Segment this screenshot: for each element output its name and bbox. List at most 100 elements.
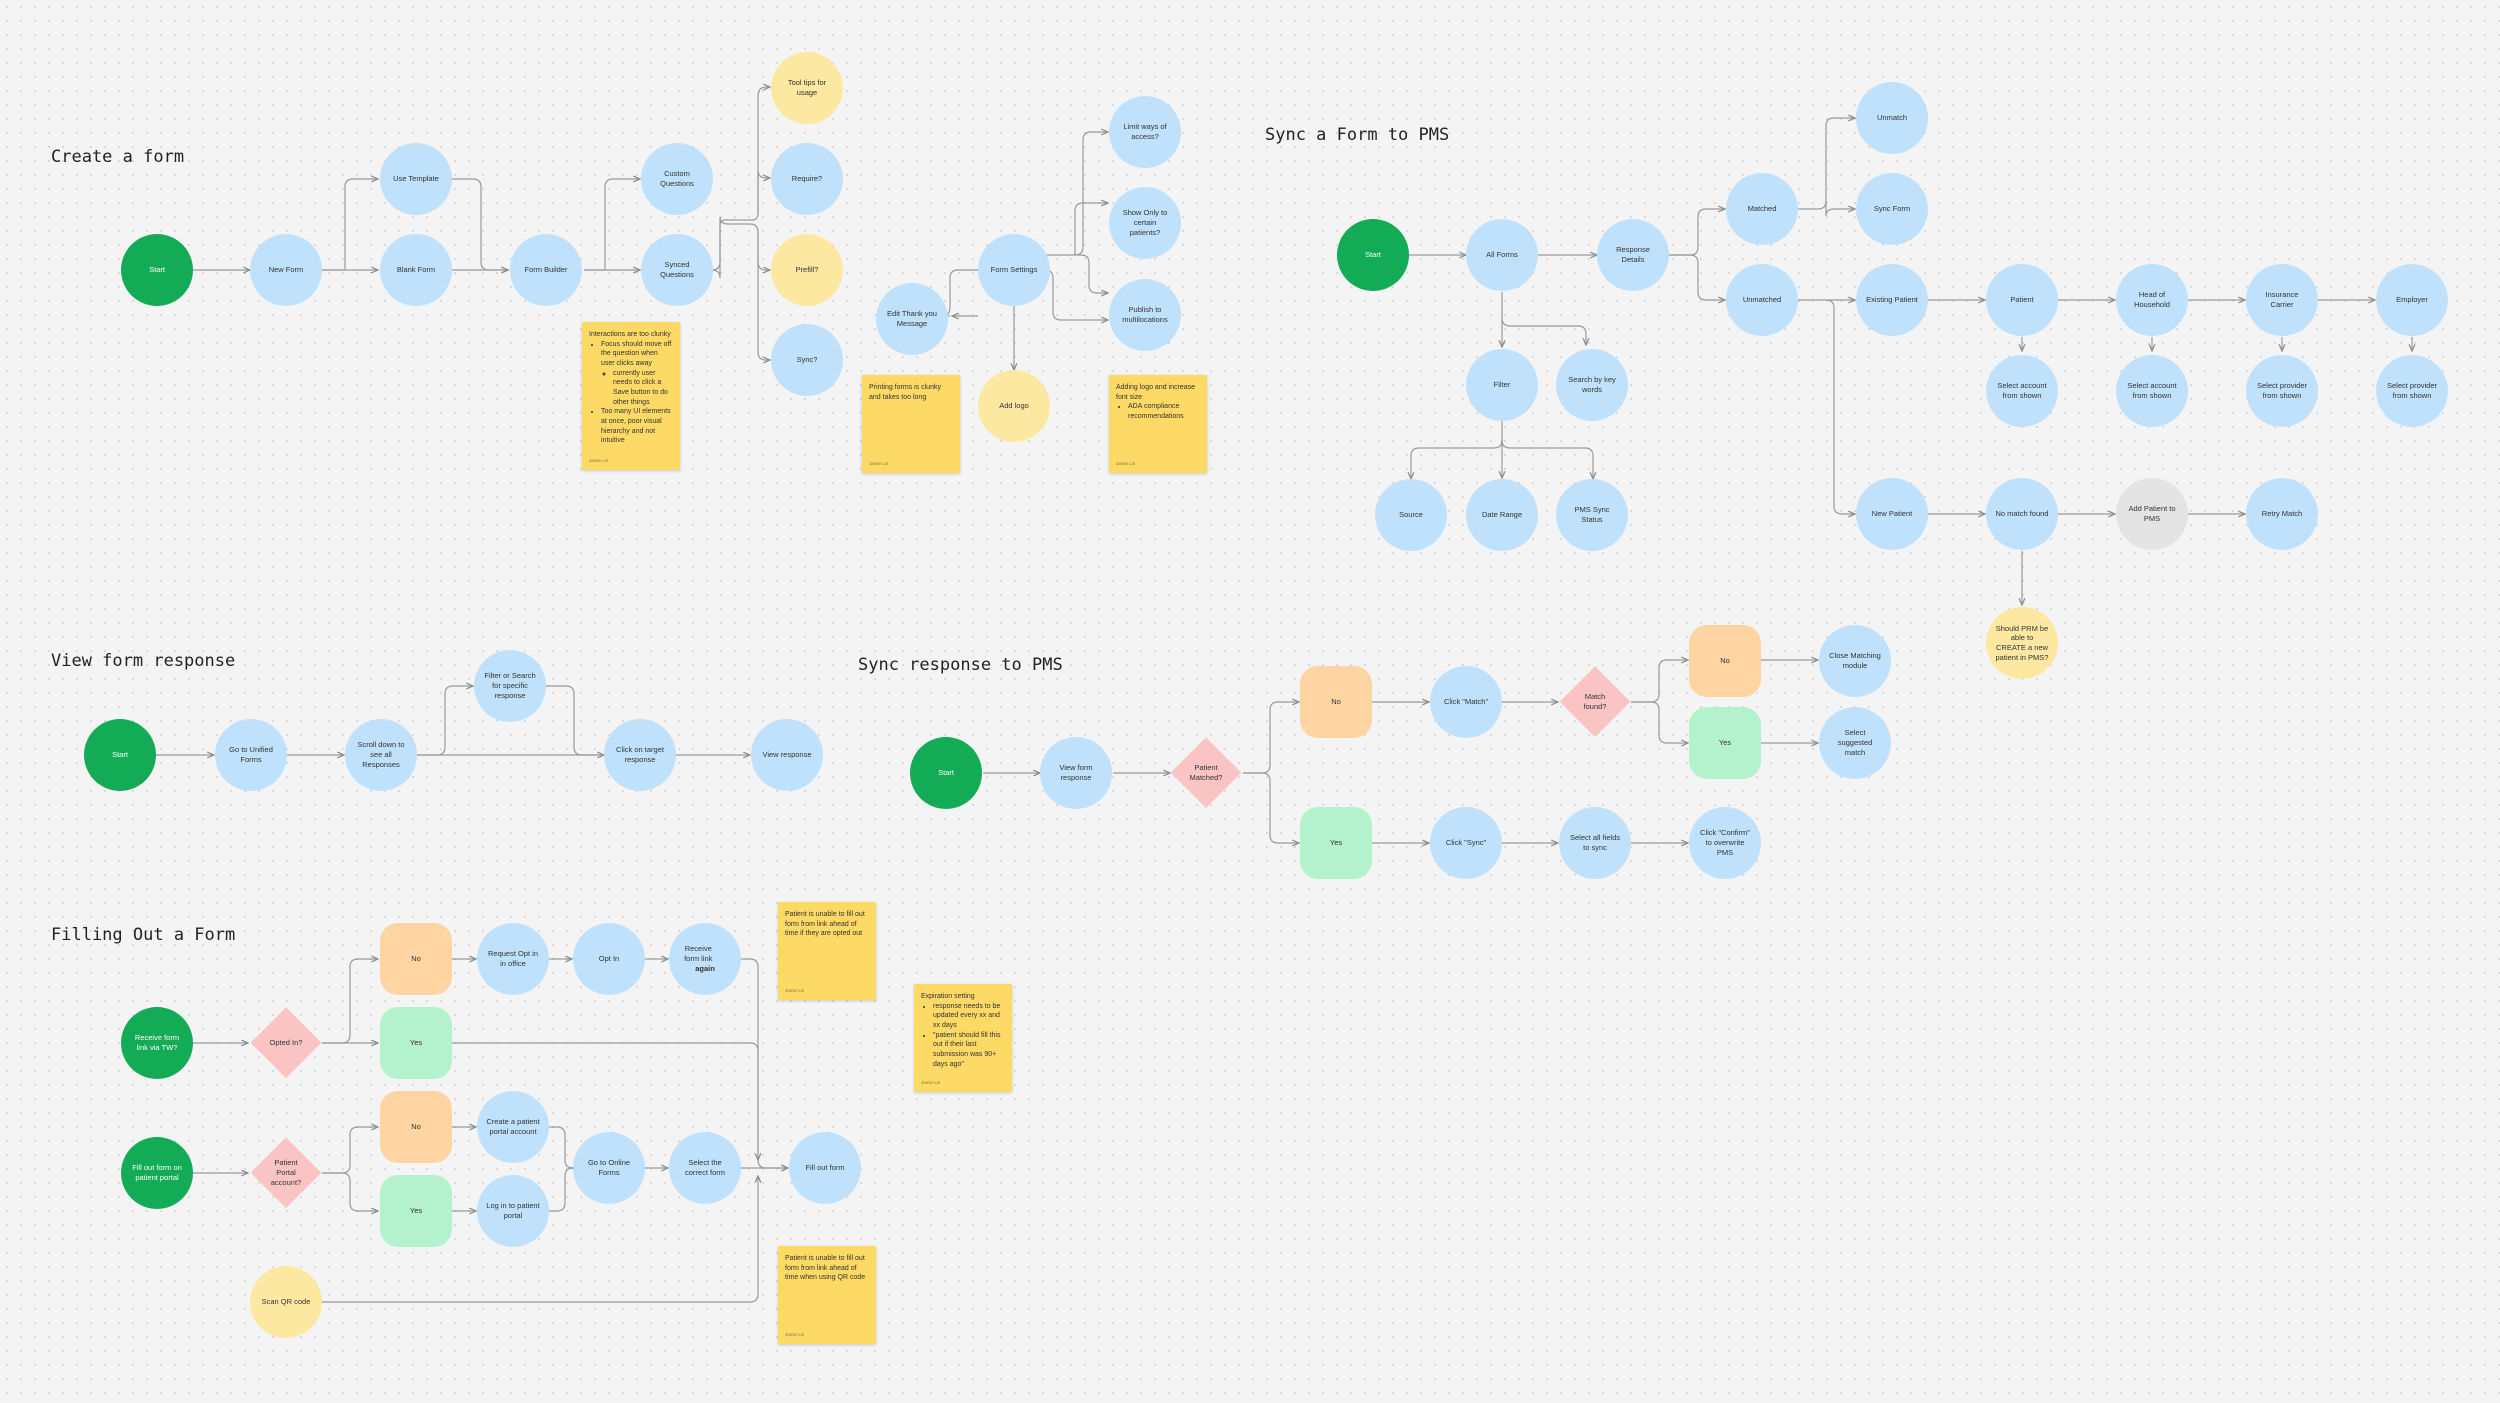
node-select-suggested-match[interactable]: Select suggested match xyxy=(1819,707,1891,779)
node-opt-in[interactable]: Opt In xyxy=(573,923,645,995)
node-create-start[interactable]: Start xyxy=(121,234,193,306)
node-add-patient-pms[interactable]: Add Patient to PMS xyxy=(2116,478,2188,550)
section-title-view-response: View form response xyxy=(51,651,236,671)
node-sync-start[interactable]: Start xyxy=(1337,219,1409,291)
node-opted-in-yes[interactable]: Yes xyxy=(380,1007,452,1079)
node-yes-matched[interactable]: Yes xyxy=(1300,807,1372,879)
node-employer[interactable]: Employer xyxy=(2376,264,2448,336)
node-all-forms[interactable]: All Forms xyxy=(1466,219,1538,291)
node-response-details[interactable]: Response Details xyxy=(1597,219,1669,291)
node-new-form[interactable]: New Form xyxy=(250,234,322,306)
node-scan-qr[interactable]: Scan QR code xyxy=(250,1266,322,1338)
node-filter-search[interactable]: Filter or Search for specific response xyxy=(474,650,546,722)
node-click-match[interactable]: Click "Match" xyxy=(1430,666,1502,738)
node-receive-link-again[interactable]: Receive form link again xyxy=(669,923,741,995)
node-patient[interactable]: Patient xyxy=(1986,264,2058,336)
node-select-all-fields[interactable]: Select all fields to sync xyxy=(1559,807,1631,879)
sticky-author: Jamie Lin xyxy=(589,457,609,463)
node-select-provider-1[interactable]: Select provider from shown xyxy=(2246,355,2318,427)
node-use-template[interactable]: Use Template xyxy=(380,143,452,215)
node-sync-response-start[interactable]: Start xyxy=(910,737,982,809)
node-insurance-carrier[interactable]: Insurance Carrier xyxy=(2246,264,2318,336)
node-view-response[interactable]: View response xyxy=(751,719,823,791)
section-title-sync-response-pms: Sync response to PMS xyxy=(858,655,1063,675)
node-show-only[interactable]: Show Only to certain patients? xyxy=(1109,187,1181,259)
decision-portal-account[interactable]: Patient Portal account? xyxy=(250,1137,322,1209)
node-search-keywords[interactable]: Search by key words xyxy=(1556,349,1628,421)
node-edit-thank-you[interactable]: Edit Thank you Message xyxy=(876,283,948,355)
node-receive-link-tw[interactable]: Receive form link via TW? xyxy=(121,1007,193,1079)
node-view-start[interactable]: Start xyxy=(84,719,156,791)
node-click-target-response[interactable]: Click on target response xyxy=(604,719,676,791)
node-limit-access[interactable]: Limit ways of access? xyxy=(1109,96,1181,168)
node-add-logo[interactable]: Add logo xyxy=(978,370,1050,442)
node-form-builder[interactable]: Form Builder xyxy=(510,234,582,306)
node-form-settings[interactable]: Form Settings xyxy=(978,234,1050,306)
sticky-note-interactions[interactable]: Interactions are too clunky Focus should… xyxy=(582,322,680,470)
node-select-account-2[interactable]: Select account from shown xyxy=(2116,355,2188,427)
node-tool-tips[interactable]: Tool tips for usage xyxy=(771,52,843,124)
node-yes-match-found[interactable]: Yes xyxy=(1689,707,1761,779)
sticky-bullet: Focus should move off the question when … xyxy=(601,340,673,408)
sticky-note-expiration[interactable]: Expiration setting response needs to be … xyxy=(914,984,1012,1092)
node-matched[interactable]: Matched xyxy=(1726,173,1798,245)
node-no-matched[interactable]: No xyxy=(1300,666,1372,738)
node-publish-multilocations[interactable]: Publish to multilocations xyxy=(1109,279,1181,351)
node-custom-questions[interactable]: Custom Questions xyxy=(641,143,713,215)
sticky-note-opted-out[interactable]: Patient is unable to fill out form from … xyxy=(778,902,876,1000)
node-select-account-1[interactable]: Select account from shown xyxy=(1986,355,2058,427)
node-create-portal-account[interactable]: Create a patient portal account xyxy=(477,1091,549,1163)
decision-patient-matched[interactable]: Patient Matched? xyxy=(1170,737,1242,809)
node-click-sync[interactable]: Click "Sync" xyxy=(1430,807,1502,879)
sticky-author: Jamie Lin xyxy=(1116,460,1136,466)
node-date-range[interactable]: Date Range xyxy=(1466,479,1538,551)
sticky-author: Jamie Lin xyxy=(869,460,889,466)
node-log-in-portal[interactable]: Log in to patient portal xyxy=(477,1175,549,1247)
node-fill-out-form[interactable]: Fill out form xyxy=(789,1132,861,1204)
node-head-household[interactable]: Head of Household xyxy=(2116,264,2188,336)
node-unmatched[interactable]: Unmatched xyxy=(1726,264,1798,336)
node-request-opt-in[interactable]: Request Opt in in office xyxy=(477,923,549,995)
node-sync[interactable]: Sync? xyxy=(771,324,843,396)
decision-match-found[interactable]: Match found? xyxy=(1559,666,1631,738)
node-scroll-down[interactable]: Scroll down to see all Responses xyxy=(345,719,417,791)
node-sync-form[interactable]: Sync Form xyxy=(1856,173,1928,245)
sticky-bullet: Too many UI elements at once, poor visua… xyxy=(601,407,673,446)
node-source[interactable]: Source xyxy=(1375,479,1447,551)
node-unmatch[interactable]: Unmatch xyxy=(1856,82,1928,154)
node-select-correct-form[interactable]: Select the correct form xyxy=(669,1132,741,1204)
node-filter[interactable]: Filter xyxy=(1466,349,1538,421)
node-click-confirm[interactable]: Click "Confirm" to overwrite PMS xyxy=(1689,807,1761,879)
node-prefill[interactable]: Prefill? xyxy=(771,234,843,306)
node-no-match-found-answer[interactable]: No xyxy=(1689,625,1761,697)
node-close-matching[interactable]: Close Matching module xyxy=(1819,625,1891,697)
node-go-online-forms[interactable]: Go to Online Forms xyxy=(573,1132,645,1204)
node-no-match-found[interactable]: No match found xyxy=(1986,478,2058,550)
sticky-bullet: ADA compliance recommendations xyxy=(1128,402,1200,421)
sticky-note-qr[interactable]: Patient is unable to fill out form from … xyxy=(778,1246,876,1344)
node-portal-yes[interactable]: Yes xyxy=(380,1175,452,1247)
node-view-form-response[interactable]: View form response xyxy=(1040,737,1112,809)
node-retry-match[interactable]: Retry Match xyxy=(2246,478,2318,550)
node-portal-no[interactable]: No xyxy=(380,1091,452,1163)
node-should-prm-create[interactable]: Should PRM be able to CREATE a new patie… xyxy=(1986,607,2058,679)
node-blank-form[interactable]: Blank Form xyxy=(380,234,452,306)
node-require[interactable]: Require? xyxy=(771,143,843,215)
node-go-unified-forms[interactable]: Go to Unified Forms xyxy=(215,719,287,791)
node-new-patient[interactable]: New Patient xyxy=(1856,478,1928,550)
node-fill-portal[interactable]: Fill out form on patient portal xyxy=(121,1137,193,1209)
sticky-sub-bullet: currently user needs to click a Save but… xyxy=(613,369,673,408)
sticky-note-logo[interactable]: Adding logo and increase font size ADA c… xyxy=(1109,375,1207,473)
decision-opted-in[interactable]: Opted In? xyxy=(250,1007,322,1079)
sticky-author: Jamie Lin xyxy=(785,1331,805,1337)
sticky-author: Jamie Lin xyxy=(921,1079,941,1085)
section-title-create-form: Create a form xyxy=(51,147,185,167)
node-select-provider-2[interactable]: Select provider from shown xyxy=(2376,355,2448,427)
node-opted-in-no[interactable]: No xyxy=(380,923,452,995)
node-existing-patient[interactable]: Existing Patient xyxy=(1856,264,1928,336)
node-pms-sync-status[interactable]: PMS Sync Status xyxy=(1556,479,1628,551)
sticky-note-printing[interactable]: Printing forms is clunky and takes too l… xyxy=(862,375,960,473)
node-synced-questions[interactable]: Synced Questions xyxy=(641,234,713,306)
